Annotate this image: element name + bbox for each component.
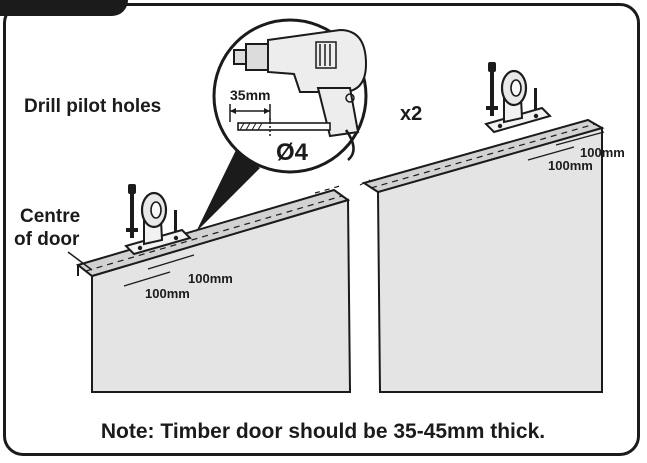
right-bolt-head	[488, 62, 496, 72]
drill-chuck-tip	[233, 49, 247, 65]
left-screw-hole-1	[137, 245, 143, 251]
drill-depth-label: 35mm	[230, 87, 270, 103]
drill-switch	[345, 93, 355, 103]
drill-cord	[344, 129, 355, 161]
right-door-top-edge	[361, 118, 605, 194]
left-door-section	[75, 185, 352, 393]
right-break-top	[359, 179, 371, 186]
left-dim-line-a	[123, 271, 171, 287]
left-roller-hardware	[124, 184, 192, 256]
left-door-top-edge	[75, 188, 351, 278]
left-bolt-head	[128, 184, 136, 194]
drill-callout	[196, 18, 368, 232]
quantity-label: x2	[400, 103, 422, 125]
left-spacing-label-b: 100mm	[145, 286, 190, 301]
right-fixing-screw	[534, 88, 537, 110]
left-spacing-label-a: 100mm	[188, 271, 233, 286]
right-screw-hole-2	[533, 113, 539, 119]
thickness-note: Note: Timber door should be 35-45mm thic…	[101, 420, 545, 443]
drill-bit-icon	[237, 122, 331, 131]
left-break-line	[347, 204, 351, 393]
drill-pilot-holes-label: Drill pilot holes	[24, 96, 161, 117]
right-spacing-label-a: 100mm	[580, 145, 625, 160]
right-roller-hub	[510, 79, 522, 97]
right-break-line	[377, 195, 381, 393]
right-dim-line-b	[555, 131, 605, 146]
centre-label-line2: of door	[14, 229, 80, 250]
drill-icon	[233, 28, 368, 161]
right-screw-hole-1	[497, 123, 503, 129]
left-adjust-bolt	[130, 192, 134, 238]
centre-leader-line	[67, 251, 93, 271]
left-break-top	[314, 185, 341, 194]
drill-vents	[315, 41, 337, 69]
centre-label-line1: Centre	[20, 206, 80, 227]
left-centre-line	[85, 195, 343, 272]
callout-pointer	[196, 150, 260, 232]
drill-chuck	[245, 43, 269, 71]
right-adjust-bolt	[490, 70, 494, 116]
bit-diameter-label: Ø4	[276, 139, 309, 166]
left-roller-hub	[150, 201, 162, 219]
left-bolt-nut	[126, 228, 138, 232]
left-screw-hole-2	[173, 235, 179, 241]
right-dim-line-a	[527, 146, 575, 161]
left-dim-line-b	[147, 254, 195, 270]
panel-corner-tab	[0, 0, 128, 16]
right-roller-hardware	[484, 62, 552, 134]
right-centre-line	[370, 123, 596, 189]
right-bolt-nut	[486, 106, 498, 110]
right-spacing-label-b: 100mm	[548, 158, 593, 173]
right-door-section	[359, 118, 605, 393]
left-fixing-screw	[174, 210, 177, 232]
